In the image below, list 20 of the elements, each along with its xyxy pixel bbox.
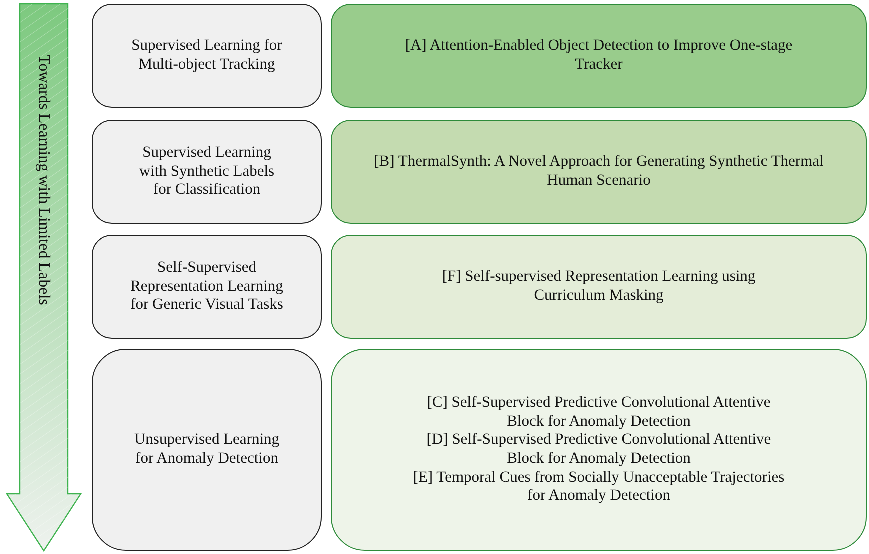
paper-title: [B] ThermalSynth: A Novel Approach for Generating Synthetic Thermal Human Scenario: [373, 153, 825, 191]
category-label: Supervised Learning with Synthetic Labels for Classification: [138, 144, 276, 200]
paper-box: [331, 349, 867, 551]
arrow-label: Towards Learning with Limited Labels: [34, 55, 54, 306]
category-label: Supervised Learning for Multi-object Tracking: [130, 37, 284, 75]
category-box: [92, 4, 322, 108]
paper-title: [C] Self-Supervised Predictive Convolutional Attentive Block for Anomaly Detection: [426, 394, 772, 432]
direction-arrow: [6, 3, 82, 552]
category-label: Self-Supervised Representation Learning for Generic Visual Tasks: [130, 259, 284, 315]
category-box: [92, 120, 322, 224]
category-box: [92, 349, 322, 551]
paper-title: [F] Self-supervised Representation Learning using Curriculum Masking: [441, 268, 757, 306]
category-box: [92, 235, 322, 339]
paper-box: [331, 120, 867, 224]
paper-title: [A] Attention-Enabled Object Detection to Improve One-stage Tracker: [404, 37, 794, 75]
paper-title: [D] Self-Supervised Predictive Convolutional Attentive Block for Anomaly Detection: [426, 431, 772, 469]
paper-title: [E] Temporal Cues from Socially Unacceptable Trajectories for Anomaly Detection: [412, 468, 786, 506]
paper-box: [331, 235, 867, 339]
category-label: Unsupervised Learning for Anomaly Detection: [133, 431, 281, 469]
paper-box: [331, 4, 867, 108]
